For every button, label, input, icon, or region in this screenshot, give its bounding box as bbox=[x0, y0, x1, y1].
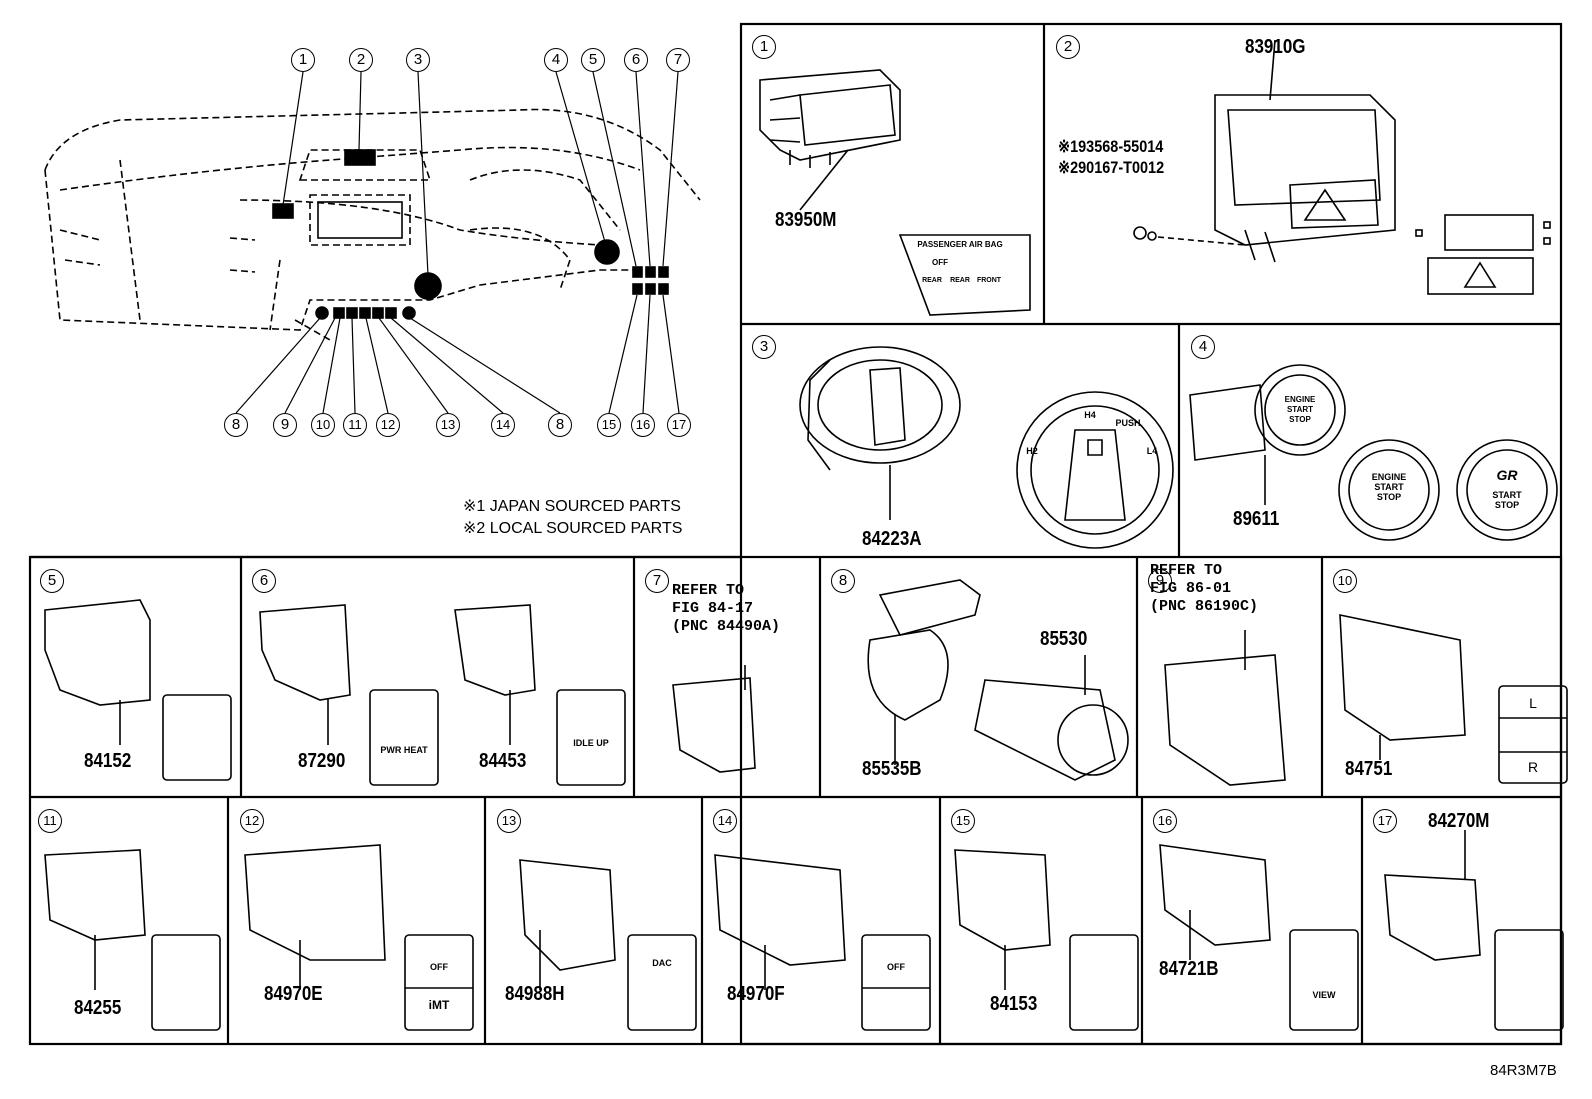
label-imt: iMT bbox=[428, 998, 450, 1012]
cell-number-11: 11 bbox=[38, 809, 62, 833]
part-83910G: 83910G bbox=[1245, 36, 1306, 58]
callout-7: 7 bbox=[666, 48, 690, 72]
note-japan-sourced: ※1 JAPAN SOURCED PARTS bbox=[463, 498, 681, 515]
cell-number-1: 1 bbox=[752, 35, 776, 59]
label-rear-2: REAR bbox=[950, 277, 970, 284]
cell-number-15: 15 bbox=[951, 809, 975, 833]
callout-12: 12 bbox=[376, 413, 400, 437]
callout-13: 13 bbox=[436, 413, 460, 437]
part-87290: 87290 bbox=[298, 750, 346, 772]
part-83950M: 83950M bbox=[775, 209, 837, 231]
callout-16: 16 bbox=[631, 413, 655, 437]
refer-note-7: REFER TO FIG 84-17 (PNC 84490A) bbox=[672, 582, 781, 635]
part-85535B: 85535B bbox=[862, 758, 922, 780]
callout-1: 1 bbox=[291, 48, 315, 72]
dashboard-solid-parts bbox=[272, 149, 669, 320]
cell-number-17: 17 bbox=[1373, 809, 1397, 833]
part-89611: 89611 bbox=[1233, 508, 1280, 530]
callout-17: 17 bbox=[667, 413, 691, 437]
label-pwr-heat: PWR HEAT bbox=[380, 745, 428, 755]
cell-number-5: 5 bbox=[40, 569, 64, 593]
label-l4: L4 bbox=[1146, 446, 1158, 456]
label-seat-l: L bbox=[1529, 695, 1537, 711]
part-84970F: 84970F bbox=[727, 983, 785, 1005]
label-h2: H2 bbox=[1026, 446, 1038, 456]
label-view: VIEW bbox=[1312, 990, 1336, 1000]
part-84223A: 84223A bbox=[862, 528, 922, 550]
cell-number-6: 6 bbox=[252, 569, 276, 593]
callout-15: 15 bbox=[597, 413, 621, 437]
part-84152: 84152 bbox=[84, 750, 132, 772]
part-84721B: 84721B bbox=[1159, 958, 1219, 980]
part-84751: 84751 bbox=[1345, 758, 1393, 780]
cell-number-9: 9 bbox=[1148, 569, 1172, 593]
cell-number-14: 14 bbox=[713, 809, 737, 833]
part-84255: 84255 bbox=[74, 997, 122, 1019]
callout-11: 11 bbox=[343, 413, 367, 437]
hazard-panel-drawing bbox=[1133, 39, 1551, 295]
part-193568-55014: ※193568-55014 bbox=[1058, 137, 1164, 156]
part-84153: 84153 bbox=[990, 993, 1038, 1015]
refer-note-9: REFER TO FIG 86-01 (PNC 86190C) bbox=[1150, 562, 1259, 615]
part-84453: 84453 bbox=[479, 750, 527, 772]
label-engine-start-stop-2: ENGINE START STOP bbox=[1371, 472, 1407, 502]
note-local-sourced: ※2 LOCAL SOURCED PARTS bbox=[463, 520, 683, 537]
callout-9: 9 bbox=[273, 413, 297, 437]
cell-number-8: 8 bbox=[831, 569, 855, 593]
cell-number-7: 7 bbox=[645, 569, 669, 593]
start-button-drawing bbox=[1189, 364, 1558, 541]
callout-4: 4 bbox=[544, 48, 568, 72]
cell-number-4: 4 bbox=[1191, 335, 1215, 359]
label-vsc-off: OFF bbox=[887, 962, 905, 972]
label-idle-up: IDLE UP bbox=[573, 738, 609, 748]
label-dac: DAC bbox=[652, 958, 672, 968]
cell-number-13: 13 bbox=[497, 809, 521, 833]
grid-borders bbox=[28, 22, 1563, 1046]
label-h4: H4 bbox=[1084, 410, 1096, 420]
callout-2: 2 bbox=[349, 48, 373, 72]
callout-8b: 8 bbox=[548, 413, 572, 437]
airbag-switch-drawing bbox=[759, 69, 1031, 316]
label-gr-start-stop: START STOP bbox=[1492, 490, 1522, 510]
cell-number-16: 16 bbox=[1153, 809, 1177, 833]
callout-3: 3 bbox=[406, 48, 430, 72]
callout-14: 14 bbox=[491, 413, 515, 437]
label-engine-start-stop-1: ENGINE START STOP bbox=[1284, 395, 1316, 424]
switch-bodies bbox=[44, 579, 1568, 786]
part-290167-T0012: ※290167-T0012 bbox=[1058, 158, 1165, 177]
cell-number-2: 2 bbox=[1056, 35, 1080, 59]
callout-5: 5 bbox=[581, 48, 605, 72]
callout-6: 6 bbox=[624, 48, 648, 72]
callout-8a: 8 bbox=[224, 413, 248, 437]
label-push: PUSH bbox=[1115, 418, 1141, 428]
part-84970E: 84970E bbox=[264, 983, 323, 1005]
label-airbag-off: OFF bbox=[932, 258, 948, 267]
part-84988H: 84988H bbox=[505, 983, 565, 1005]
switch-bodies-row3 bbox=[44, 830, 1564, 1031]
cell-number-3: 3 bbox=[752, 335, 776, 359]
part-84270M: 84270M bbox=[1428, 810, 1490, 832]
label-gr: GR bbox=[1496, 467, 1518, 483]
label-rear-1: REAR bbox=[922, 277, 942, 284]
part-85530: 85530 bbox=[1040, 628, 1088, 650]
overview-leader-lines bbox=[235, 71, 680, 414]
label-passenger-airbag: PASSENGER AIR BAG bbox=[917, 240, 1003, 249]
label-front: FRONT bbox=[976, 277, 1002, 284]
drawing-code: 84R3M7B bbox=[1490, 1062, 1557, 1079]
dashboard-overview bbox=[44, 108, 701, 341]
transfer-selector-drawing bbox=[799, 346, 1174, 549]
cell-number-10: 10 bbox=[1333, 569, 1357, 593]
label-seat-r: R bbox=[1527, 759, 1539, 775]
label-imt-off: OFF bbox=[430, 962, 448, 972]
callout-10: 10 bbox=[311, 413, 335, 437]
cell-number-12: 12 bbox=[240, 809, 264, 833]
